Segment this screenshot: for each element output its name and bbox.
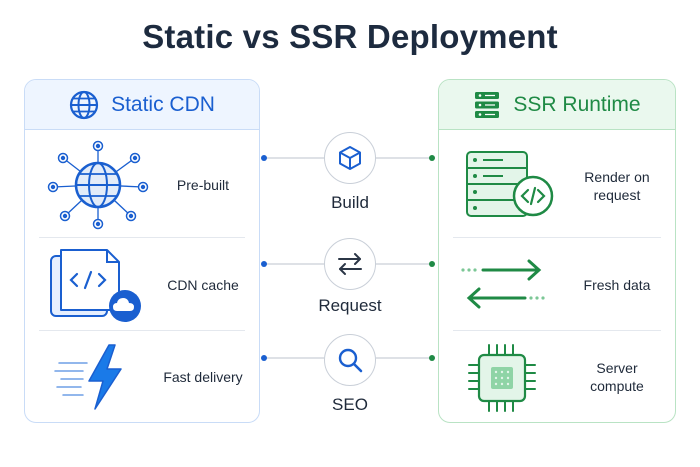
- static-row-prebuilt: Pre-built: [25, 130, 259, 237]
- globe-icon: [69, 90, 99, 119]
- divider: [453, 330, 661, 331]
- seo-node: [324, 334, 376, 386]
- code-file-cloud-icon: [50, 249, 141, 322]
- static-cdn-panel: Static CDN: [24, 79, 260, 423]
- static-row-fast-delivery: Fast delivery: [25, 331, 259, 422]
- divider: [39, 330, 245, 331]
- divider: [453, 237, 661, 238]
- cube-icon: [339, 146, 361, 170]
- ssr-runtime-title: SSR Runtime: [513, 92, 641, 116]
- chip-icon: [468, 344, 536, 412]
- ssr-row-server-compute: Server compute: [439, 331, 675, 422]
- fresh-data-label: Fresh data: [583, 277, 651, 293]
- magnifier-icon: [338, 348, 363, 373]
- request-node: [324, 238, 376, 290]
- static-cdn-title: Static CDN: [111, 92, 215, 116]
- static-row-cdn-cache: CDN cache: [25, 238, 259, 330]
- swap-arrows-icon: [338, 253, 362, 275]
- build-label: Build: [331, 193, 369, 212]
- build-node: [324, 132, 376, 184]
- seo-label: SEO: [332, 395, 368, 414]
- server-code-icon: [466, 151, 554, 217]
- ssr-runtime-panel: SSR Runtime Render on request: [438, 79, 676, 423]
- ssr-runtime-header: SSR Runtime: [439, 80, 675, 130]
- request-label: Request: [318, 296, 382, 315]
- network-globe-icon: [47, 140, 149, 230]
- lightning-bolt-icon: [54, 344, 122, 410]
- render-on-request-label: Render on request: [584, 169, 650, 203]
- fast-delivery-label: Fast delivery: [163, 369, 243, 385]
- ssr-row-render: Render on request: [439, 130, 675, 237]
- static-cdn-header: Static CDN: [25, 80, 259, 130]
- page-title: Static vs SSR Deployment: [142, 18, 558, 55]
- cdn-cache-label: CDN cache: [167, 277, 239, 293]
- prebuilt-label: Pre-built: [176, 177, 230, 193]
- server-compute-label: Server compute: [590, 360, 644, 394]
- exchange-arrows-icon: [461, 259, 545, 309]
- divider: [39, 237, 245, 238]
- server-stack-icon: [475, 91, 500, 118]
- ssr-row-fresh-data: Fresh data: [439, 238, 675, 330]
